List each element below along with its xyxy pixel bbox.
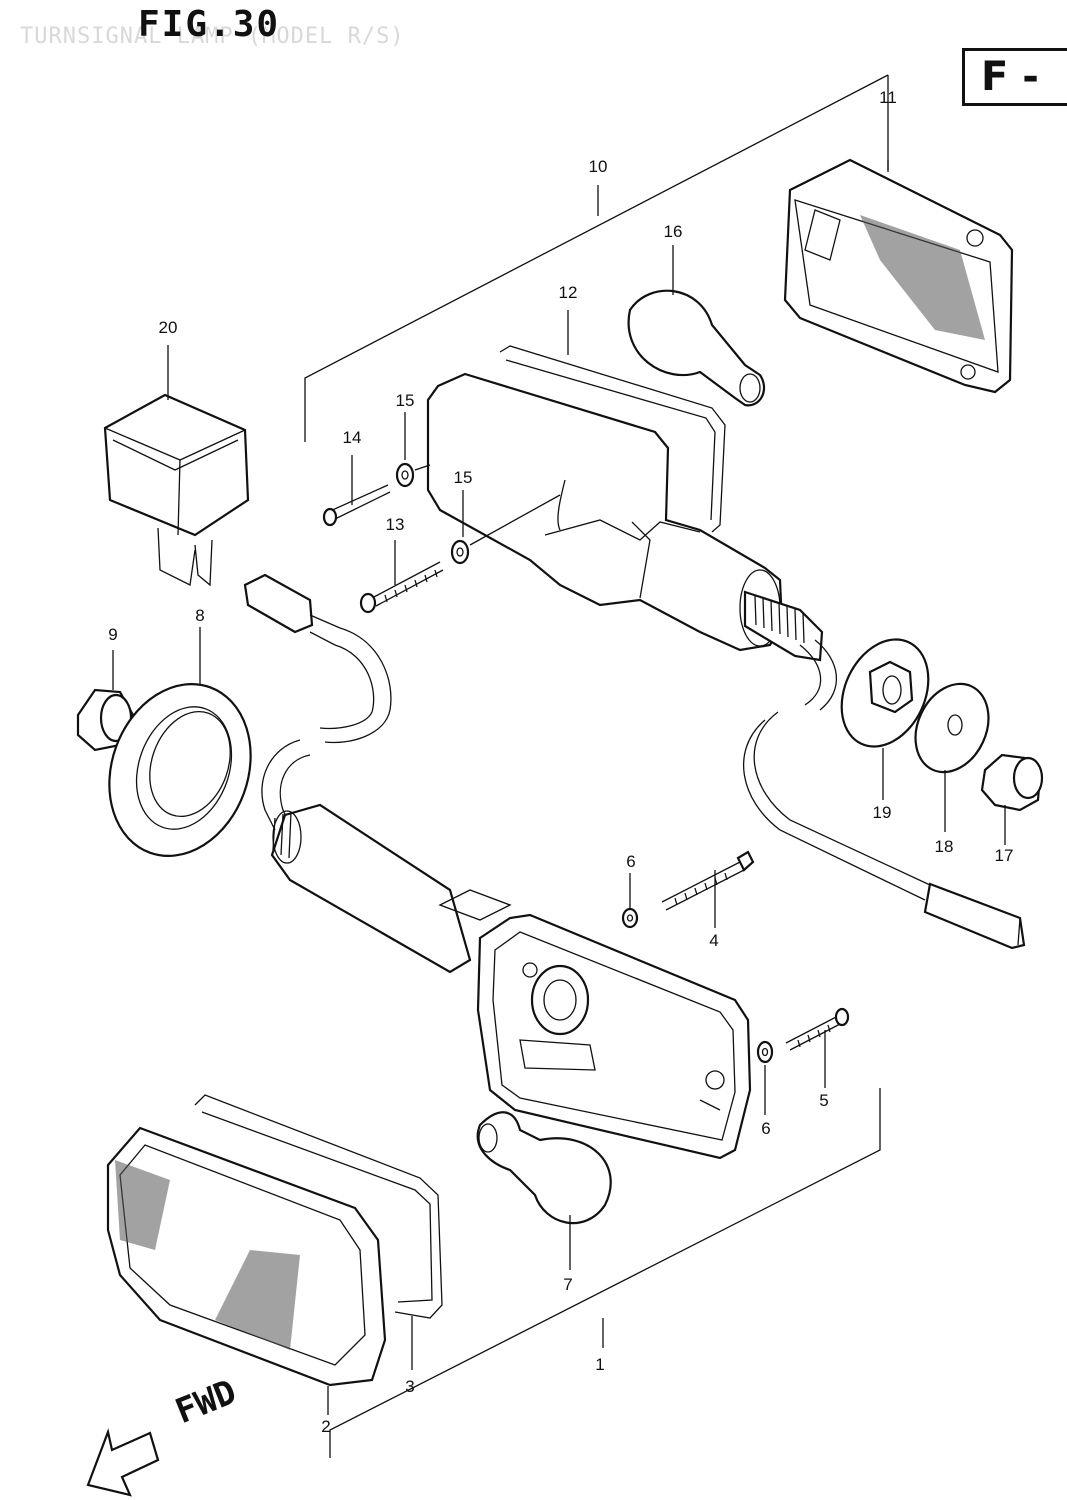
callout-2: 2	[321, 1417, 330, 1436]
callout-10: 10	[589, 157, 608, 176]
callout-16: 16	[664, 222, 683, 241]
front-turnsignal-housing	[270, 803, 752, 1160]
part-7-bulb	[476, 1111, 612, 1270]
part-16-bulb	[627, 245, 766, 407]
callout-15a: 15	[396, 391, 415, 410]
callout-6a: 6	[626, 852, 635, 871]
part-3-front-gasket	[194, 1094, 443, 1370]
callout-5: 5	[819, 1091, 828, 1110]
part-2-front-lens	[106, 1126, 387, 1415]
callout-numbers: 1 2 3 4 5 6 6 7 8 9 10 11 12 13 14 15 15…	[108, 88, 1013, 1436]
callout-11: 11	[879, 88, 897, 107]
figure-title: FIG.30	[138, 4, 281, 45]
callout-12: 12	[559, 283, 578, 302]
callout-18: 18	[935, 837, 954, 856]
part-12-rear-gasket	[499, 310, 726, 533]
callout-15b: 15	[454, 468, 473, 487]
part-14-screw	[322, 455, 391, 527]
rear-turnsignal-housing	[426, 372, 824, 662]
callout-3: 3	[405, 1377, 414, 1396]
upper-wire-connector	[243, 573, 392, 831]
callout-14: 14	[343, 428, 362, 447]
part-18-washer	[914, 682, 990, 832]
part-8-grommet	[108, 627, 252, 858]
callout-6b: 6	[761, 1119, 770, 1138]
part-15-washers	[395, 412, 561, 565]
callout-20: 20	[159, 318, 178, 337]
part-19-plate	[840, 638, 930, 800]
section-code-box: F -	[962, 48, 1067, 106]
callout-9: 9	[108, 625, 117, 644]
figure-subtitle: TURNSIGNAL LAMP (MODEL R/S)	[20, 24, 405, 49]
callout-1: 1	[595, 1355, 604, 1374]
callout-4: 4	[709, 931, 718, 950]
arrow-left-icon	[86, 1428, 160, 1497]
callout-8: 8	[195, 606, 204, 625]
callout-19: 19	[873, 803, 892, 822]
part-17-nut	[980, 753, 1044, 845]
rear-wire	[743, 639, 1026, 950]
part-4-screw	[661, 850, 755, 928]
part-20-relay	[103, 345, 250, 587]
part-6-washers	[621, 873, 774, 1115]
assembly-10-bracket	[304, 74, 889, 442]
part-5-screw	[785, 1007, 850, 1088]
part-13-screw	[359, 540, 444, 614]
callout-7: 7	[563, 1275, 572, 1294]
assembly-1-bracket	[329, 1088, 881, 1458]
callout-13: 13	[386, 515, 405, 534]
part-11-rear-lens	[783, 158, 1014, 394]
callout-17: 17	[995, 846, 1014, 865]
